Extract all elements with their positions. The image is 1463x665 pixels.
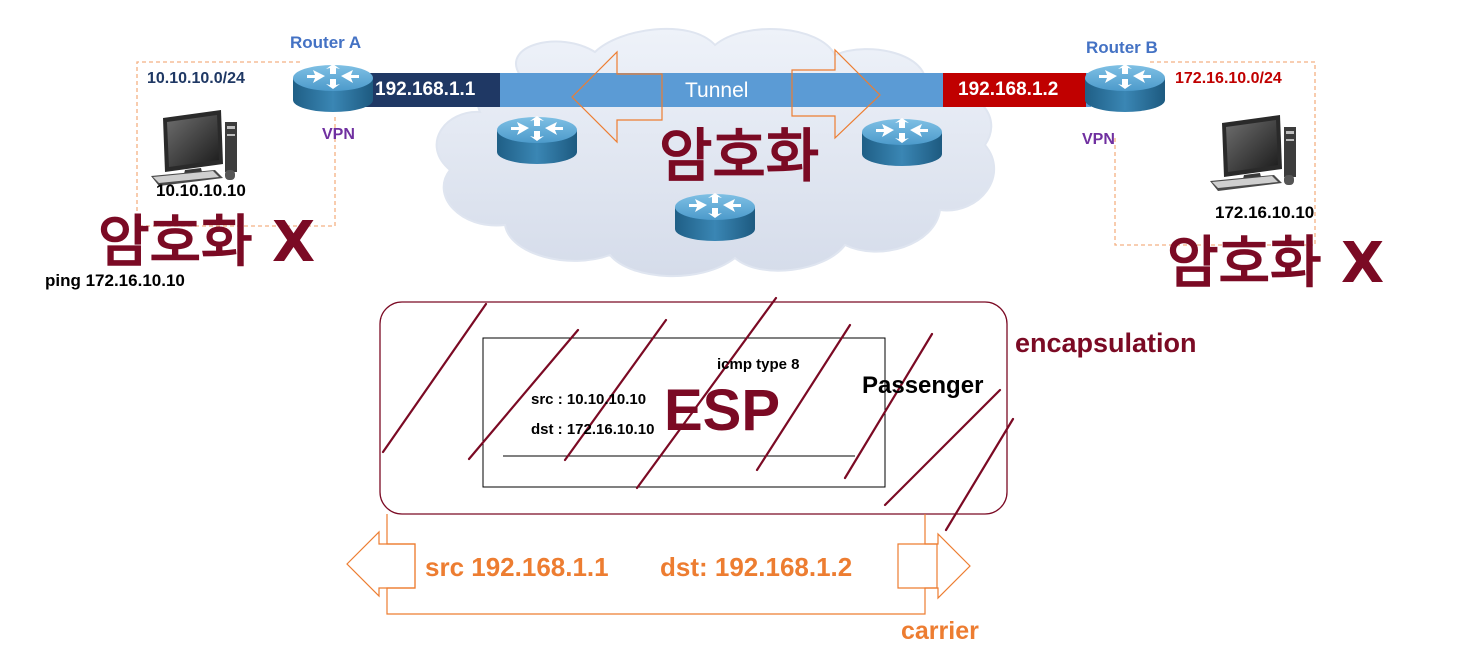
tunnel-left-ip: 192.168.1.1 — [375, 79, 476, 100]
inner-src: src : 10.10.10.10 — [531, 391, 647, 408]
left-ip-box — [363, 73, 500, 107]
site-a-no-encryption: 암호화 X — [98, 210, 316, 275]
site-b-boundary — [1114, 61, 1316, 246]
tunnel-left-arrow — [571, 50, 663, 144]
site-a-subnet: 10.10.10.0/24 — [147, 70, 245, 87]
encapsulation-box — [379, 301, 1008, 515]
esp-hatching — [381, 296, 1015, 532]
right-ip-box — [943, 73, 1086, 107]
passenger-label: Passenger — [862, 372, 984, 399]
router-b-label: Router B — [1086, 38, 1158, 57]
ping-command: ping 172.16.10.10 — [45, 271, 185, 290]
site-b-no-encryption: 암호화 X — [1167, 231, 1385, 296]
tunnel-right-arrow — [791, 48, 881, 140]
router-icon — [675, 193, 755, 241]
site-b-subnet: 172.16.10.0/24 — [1175, 70, 1282, 87]
inner-dst: dst : 172.16.10.10 — [531, 421, 655, 438]
host-b-ip: 172.16.10.10 — [1215, 203, 1315, 222]
outer-src: src 192.168.1.1 — [425, 552, 609, 582]
desktop-computer-icon — [1210, 115, 1296, 191]
tunnel-label: Tunnel — [685, 79, 749, 102]
router-icon — [862, 118, 942, 166]
encapsulation-label: encapsulation — [1015, 328, 1197, 358]
desktop-computer-icon — [151, 110, 237, 186]
icmp-type: icmp type 8 — [717, 356, 800, 373]
router-a-label: Router A — [290, 33, 362, 52]
carrier-label: carrier — [901, 617, 979, 645]
tunnel-encryption-label: 암호화 — [659, 122, 820, 190]
router-a-icon — [293, 64, 373, 112]
outer-dst: dst: 192.168.1.2 — [660, 552, 853, 582]
host-a-ip: 10.10.10.10 — [156, 181, 246, 200]
carrier-arrow — [346, 514, 971, 615]
tunnel-right-ip: 192.168.1.2 — [958, 79, 1059, 100]
site-a-boundary — [136, 61, 336, 227]
router-b-icon — [1085, 64, 1165, 112]
esp-label: ESP — [664, 378, 781, 443]
router-a-vpn-label: VPN — [322, 126, 355, 143]
router-b-vpn-label: VPN — [1082, 131, 1115, 148]
router-icon — [497, 116, 577, 164]
